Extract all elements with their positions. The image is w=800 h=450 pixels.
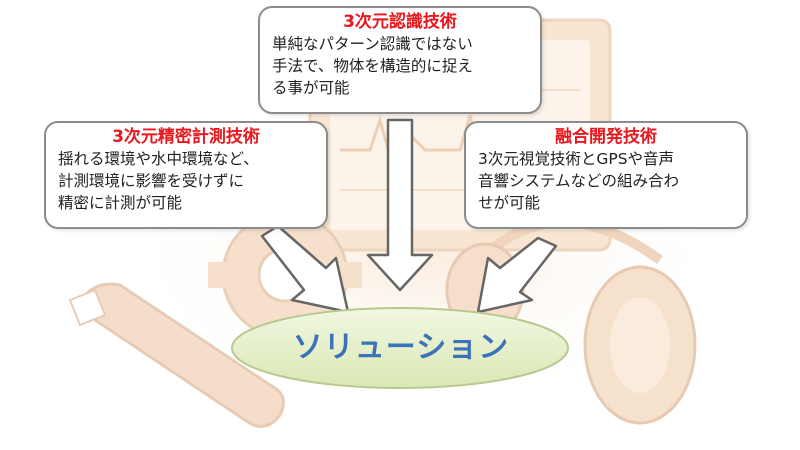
box-title: 融合開発技術 bbox=[555, 127, 657, 147]
arrow-right bbox=[476, 236, 558, 314]
box-line: 計測環境に影響を受けずに bbox=[58, 172, 245, 190]
box-line: 揺れる環境や水中環境など、 bbox=[58, 150, 259, 168]
box-description: 3次元視覚技術とGPSや音声 音響システムなどの組み合わ せが可能 bbox=[466, 148, 746, 214]
box-3d-precision-measurement: 3次元精密計測技術 揺れる環境や水中環境など、 計測環境に影響を受けずに 精密に… bbox=[44, 121, 328, 229]
box-line: る事が可能 bbox=[272, 79, 350, 97]
box-3d-recognition: 3次元認識技術 単純なパターン認識ではない 手法で、物体を構造的に捉え る事が可… bbox=[258, 6, 542, 114]
arrow-top bbox=[366, 118, 434, 292]
box-line: 精密に計測が可能 bbox=[58, 194, 183, 212]
box-line: 3次元視覚技術とGPSや音声 bbox=[478, 150, 675, 168]
solution-label: ソリューション bbox=[292, 330, 510, 365]
wrench-icon bbox=[68, 282, 285, 428]
solution-ellipse bbox=[231, 307, 569, 389]
box-line: 音響システムなどの組み合わ bbox=[478, 172, 680, 190]
box-fusion-development: 融合開発技術 3次元視覚技術とGPSや音声 音響システムなどの組み合わ せが可能 bbox=[464, 121, 748, 229]
box-description: 単純なパターン認識ではない 手法で、物体を構造的に捉え る事が可能 bbox=[260, 33, 540, 99]
box-title: 3次元精密計測技術 bbox=[112, 127, 260, 147]
box-line: 手法で、物体を構造的に捉え bbox=[272, 57, 473, 75]
box-description: 揺れる環境や水中環境など、 計測環境に影響を受けずに 精密に計測が可能 bbox=[46, 148, 326, 214]
arrow-left bbox=[260, 224, 350, 314]
box-line: 単純なパターン認識ではない bbox=[272, 35, 473, 53]
box-line: せが可能 bbox=[478, 194, 541, 212]
box-title: 3次元認識技術 bbox=[343, 12, 457, 32]
